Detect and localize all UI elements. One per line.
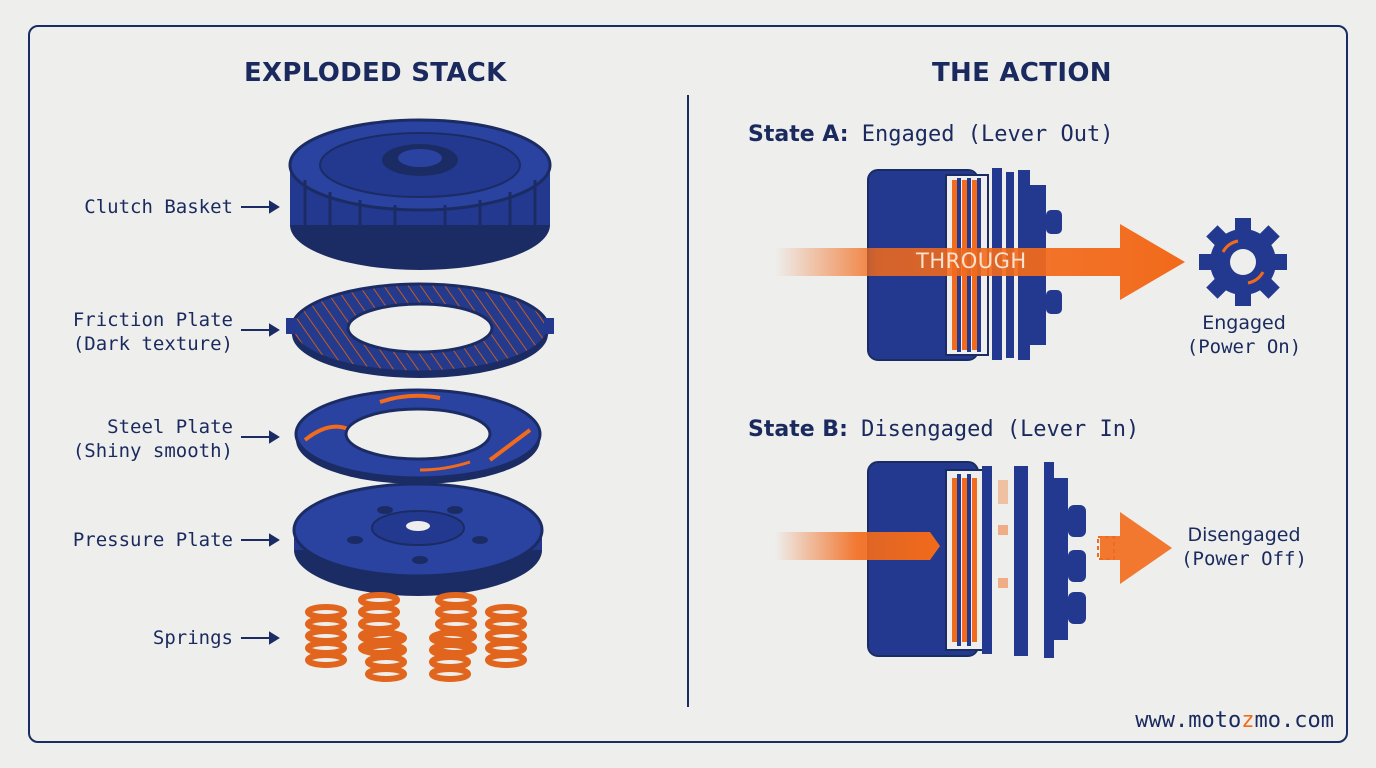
state-b-title: State B: Disengaged (Lever In) [748,417,1140,442]
site-url: www.motozmo.com [1135,708,1334,733]
gear-icon [1199,218,1287,306]
state-a-clutch-assembly [775,168,1185,361]
label-pointers [241,200,280,645]
pressure-plate [292,482,544,596]
label-pressure-plate: Pressure Plate [72,529,233,551]
friction-plate [286,282,554,378]
springs [305,592,527,682]
clutch-basket [288,118,552,270]
state-a-result: Engaged (Power On) [1186,312,1302,358]
label-springs: Springs [152,627,233,649]
label-clutch-basket: Clutch Basket [84,196,233,218]
the-action-title: THE ACTION [932,58,1112,88]
diagram-frame [28,25,1348,743]
steel-plate [294,388,542,484]
through-label: THROUGH [916,249,1027,273]
power-output-arrow [1100,512,1172,584]
state-b-clutch-assembly [775,461,1172,658]
section-divider [687,95,689,707]
label-steel-plate: Steel Plate (Shiny smooth) [72,416,233,462]
label-friction-plate: Friction Plate (Dark texture) [72,309,233,355]
state-a-title: State A: Engaged (Lever Out) [748,122,1114,147]
state-b-result: Disengaged (Power Off) [1181,524,1307,570]
power-input-arrow [775,532,940,560]
exploded-stack-title: EXPLODED STACK [244,58,507,88]
power-flow-arrow [775,224,1185,300]
